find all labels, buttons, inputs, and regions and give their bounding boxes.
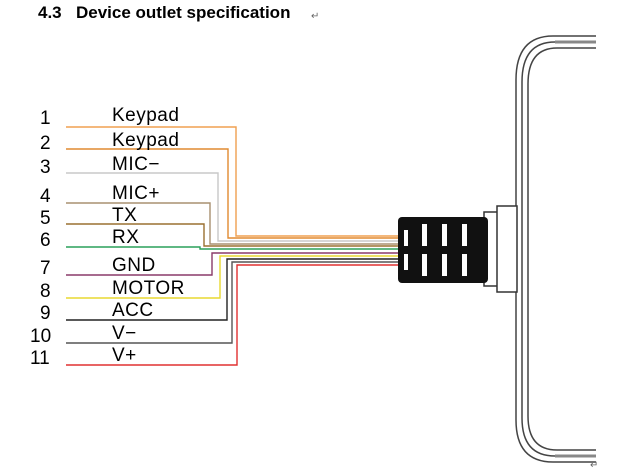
pin-label: RX	[112, 227, 139, 248]
return-mark-footer: ↵	[590, 460, 598, 471]
pin-number: 8	[40, 281, 51, 302]
pin-number: 1	[40, 108, 51, 129]
pin-wire	[66, 246, 398, 250]
pin-label: GND	[112, 255, 156, 276]
pin-number: 10	[30, 326, 51, 347]
pin-wire	[66, 172, 398, 242]
section-title: Device outlet specification	[76, 3, 290, 22]
pin-wire	[66, 255, 398, 299]
pin-number: 11	[30, 348, 50, 369]
return-mark-heading: ↵	[311, 11, 319, 22]
pin-wire	[66, 126, 398, 237]
connector-block	[398, 217, 488, 283]
pin-number: 4	[40, 186, 51, 207]
pin-label: Keypad	[112, 105, 179, 126]
pin-number: 7	[40, 258, 51, 279]
pin-number: 6	[40, 230, 51, 251]
pin-wire	[66, 258, 398, 321]
pin-label: MOTOR	[112, 278, 185, 299]
pin-label: TX	[112, 205, 137, 226]
pin-wire	[66, 252, 398, 276]
pin-label: MIC+	[112, 183, 160, 204]
pin-number: 2	[40, 133, 51, 154]
strain-relief	[483, 205, 518, 293]
section-number: 4.3	[38, 3, 62, 22]
pin-label: Keypad	[112, 130, 179, 151]
pin-number: 3	[40, 157, 51, 178]
pin-wire	[66, 261, 398, 344]
pin-wire	[66, 223, 398, 247]
wire-group	[66, 126, 398, 366]
pin-label: V+	[112, 345, 137, 366]
pin-number: 5	[40, 208, 51, 229]
pin-label: MIC−	[112, 154, 160, 175]
device-housing	[515, 35, 596, 463]
pin-wire	[66, 148, 398, 239]
pin-wire	[66, 202, 398, 245]
pin-wire	[66, 264, 398, 366]
pin-number: 9	[40, 303, 51, 324]
pin-label: V−	[112, 323, 137, 344]
pin-label: ACC	[112, 300, 154, 321]
